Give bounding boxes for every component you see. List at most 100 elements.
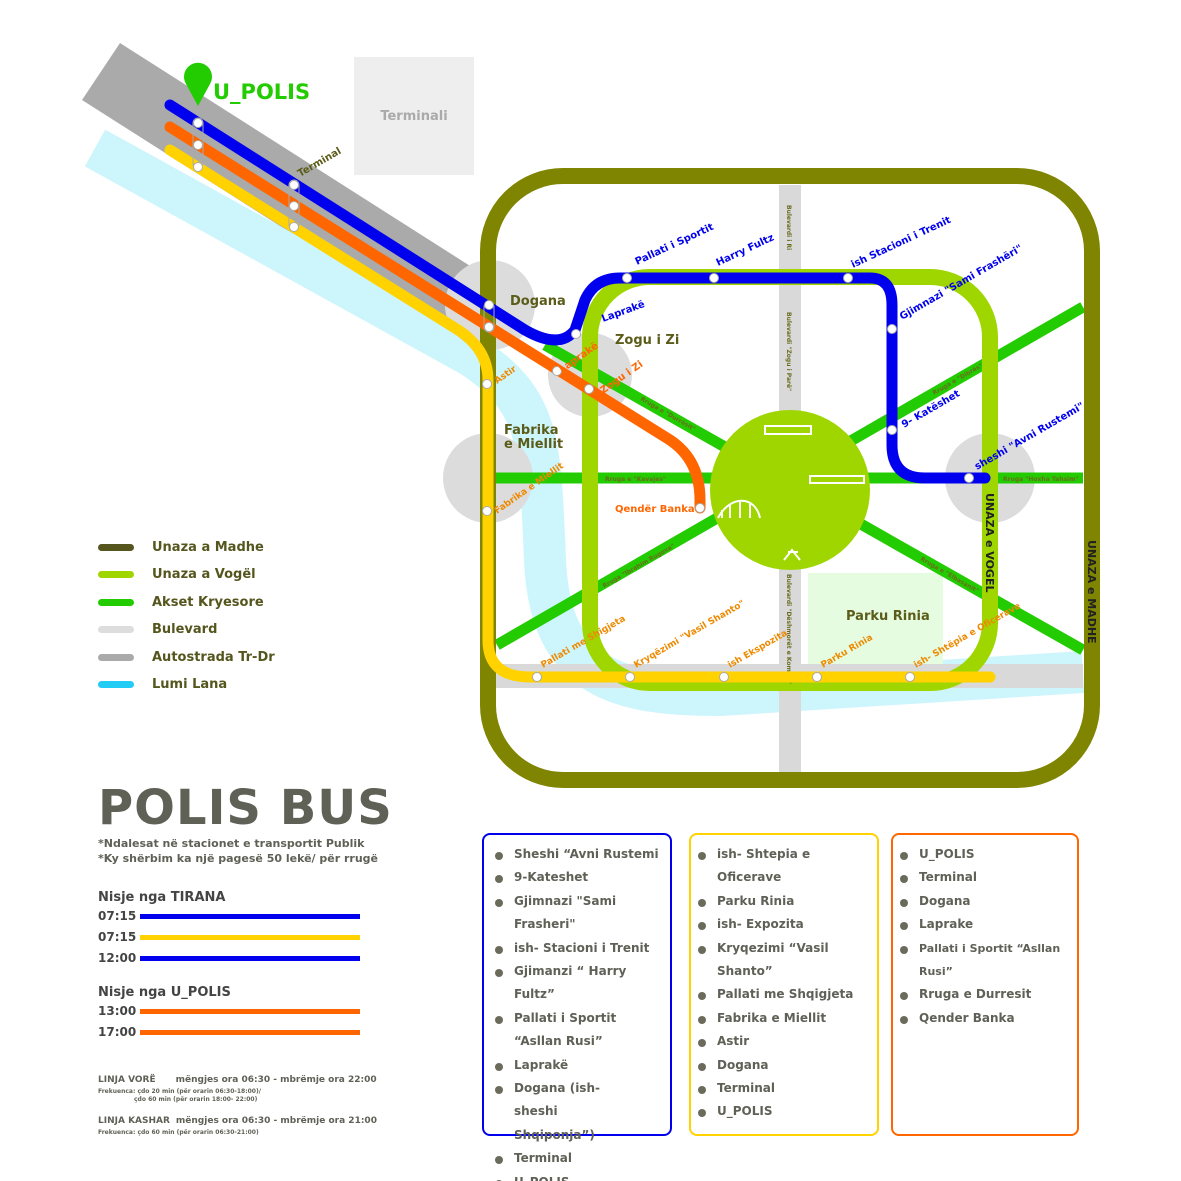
departure-time: 17:00 (98, 1025, 137, 1039)
list-item: Fabrika e Miellit (695, 1007, 877, 1030)
legend-label: Lumi Lana (152, 677, 228, 692)
list-item: Laprakë (492, 1054, 670, 1077)
kashar-frequency: Frekuenca: çdo 60 min (për orarin 06:30-… (98, 1129, 259, 1136)
departure-time: 13:00 (98, 1004, 137, 1018)
legend-label: Bulevard (152, 622, 218, 637)
legend-swatch (98, 681, 134, 688)
upolis-label: U_POLIS (213, 80, 310, 104)
area-label-fabrika: Fabrika (504, 423, 558, 438)
stop-qender-banka: Qendër Banka (615, 504, 695, 515)
legend-label: Akset Kryesore (152, 595, 264, 610)
street-bul-ri: Bulevardi i Ri (785, 205, 792, 250)
location-pin-icon (184, 62, 212, 106)
city-center (710, 410, 870, 570)
street-bul-zogu: Bulevardi "Zogu i Parë" (785, 312, 792, 391)
departure-row: 13:00 (98, 1004, 361, 1018)
line-hours: mëngjes ora 06:30 - mbrëmje ora 21:00 (175, 1116, 377, 1126)
legend-item: Akset Kryesore (98, 595, 264, 610)
linja-kashar: LINJA KASHAR mëngjes ora 06:30 - mbrëmje … (98, 1116, 377, 1127)
line-name: LINJA VORË (98, 1075, 156, 1085)
departure-time: 07:15 (98, 909, 137, 923)
list-item: Laprake (897, 913, 1077, 936)
page-title: POLIS BUS (98, 780, 393, 836)
departure-row: 17:00 (98, 1025, 361, 1039)
ring-label-madhe: UNAZA e MADHE (1085, 540, 1098, 644)
departure-row: 07:15 (98, 930, 361, 944)
station-dots (192, 117, 974, 682)
line-name: LINJA KASHAR (98, 1116, 170, 1126)
list-item: Astir (695, 1030, 877, 1053)
street-rugova: Rruga "Ibrahim Rugova" (602, 543, 677, 590)
list-item: ish- Expozita (695, 913, 877, 936)
terminali-building (354, 57, 474, 175)
street-bul-deshmoret: Bulevardi "Dëshmorët e Kombit" (785, 574, 792, 684)
list-item: Kryqezimi “Vasil Shanto” (695, 937, 877, 984)
area-label-dogana: Dogana (510, 294, 566, 309)
area-label-zogu: Zogu i Zi (615, 333, 679, 348)
list-item: Pallati i Sportit “Asllan Rusi” (897, 937, 1077, 984)
legend-swatch (98, 599, 134, 606)
yellow-route-stops: ish- Shtepia e Oficerave Parku Rinia ish… (689, 833, 879, 1136)
departure-time: 07:15 (98, 930, 137, 944)
blue-line (164, 99, 991, 484)
legend-item: Unaza a Madhe (98, 540, 264, 555)
street-hoxha: Rruga "Hoxha Tahsim" (1003, 476, 1078, 483)
list-item: Terminal (897, 866, 1077, 889)
route-color-bar (140, 955, 361, 961)
route-color-bar (140, 1008, 361, 1014)
list-item: Rruga e Durresit (897, 983, 1077, 1006)
stop-stacioni: ish Stacioni i Trenit (850, 215, 953, 271)
area-label-fabrika-2: e Miellit (504, 437, 563, 452)
orange-route-stops: U_POLIS Terminal Dogana Laprake Pallati … (891, 833, 1079, 1136)
list-item: Gjimnazi "Sami Frasheri" (492, 890, 670, 937)
stop-palati-sportit: Pallati i Sportit (634, 222, 716, 268)
list-item: Pallati me Shqigjeta (695, 983, 877, 1006)
orange-line (164, 121, 706, 514)
departures-tirana-heading: Nisje nga TIRANA (98, 890, 226, 905)
list-item: 9-Kateshet (492, 866, 670, 889)
route-color-bar (140, 913, 361, 919)
list-item: Qender Banka (897, 1007, 1077, 1030)
legend-swatch (98, 544, 134, 551)
legend-item: Unaza a Vogël (98, 567, 256, 582)
list-item: U_POLIS (492, 1171, 670, 1181)
legend-item: Autostrada Tr-Dr (98, 650, 275, 665)
list-item: ish- Shtepia e Oficerave (695, 843, 877, 890)
legend-swatch (98, 654, 134, 661)
departure-row: 12:00 (98, 951, 361, 965)
ring-label-vogel: UNAZA e VOGEL (983, 493, 996, 592)
legend-label: Unaza a Madhe (152, 540, 264, 555)
departure-time: 12:00 (98, 951, 137, 965)
landmark-icons (717, 425, 865, 561)
note: *Ky shërbim ka një pagesë 50 lekë/ për r… (98, 852, 379, 865)
list-item: Dogana (897, 890, 1077, 913)
blue-route-stops: Sheshi “Avni Rustemi 9-Kateshet Gjimnazi… (482, 833, 672, 1181)
note: *Ndalesat në stacionet e transportit Pub… (98, 837, 365, 850)
linja-vore: LINJA VORË mëngjes ora 06:30 - mbrëmje or… (98, 1075, 377, 1086)
departure-row: 07:15 (98, 909, 361, 923)
list-item: U_POLIS (897, 843, 1077, 866)
list-item: Dogana (695, 1054, 877, 1077)
street-kavajes: Rruga e "Kavajes" (605, 476, 666, 483)
area-label-parku: Parku Rinia (846, 609, 930, 624)
legend-label: Autostrada Tr-Dr (152, 650, 275, 665)
route-color-bar (140, 1029, 361, 1035)
departures-upolis-heading: Nisje nga U_POLIS (98, 985, 231, 1000)
list-item: Parku Rinia (695, 890, 877, 913)
legend-label: Unaza a Vogël (152, 567, 256, 582)
stop-harry-fultz: Harry Fultz (715, 232, 776, 268)
route-color-bar (140, 934, 361, 940)
list-item: ish- Stacioni i Trenit (492, 937, 670, 960)
list-item: Terminal (695, 1077, 877, 1100)
line-hours: mëngjes ora 06:30 - mbrëmje ora 22:00 (175, 1075, 377, 1085)
list-item: Pallati i Sportit “Asllan Rusi” (492, 1007, 670, 1054)
list-item: Terminal (492, 1147, 670, 1170)
vore-frequency: Frekuenca: çdo 20 min (për orarin 06:30-… (98, 1088, 261, 1095)
list-item: U_POLIS (695, 1100, 877, 1123)
legend-swatch (98, 571, 134, 578)
list-item: Dogana (ish-sheshi Shqiponja”) (492, 1077, 670, 1147)
list-item: Gjimanzi “ Harry Fultz” (492, 960, 670, 1007)
legend-swatch (98, 626, 134, 633)
